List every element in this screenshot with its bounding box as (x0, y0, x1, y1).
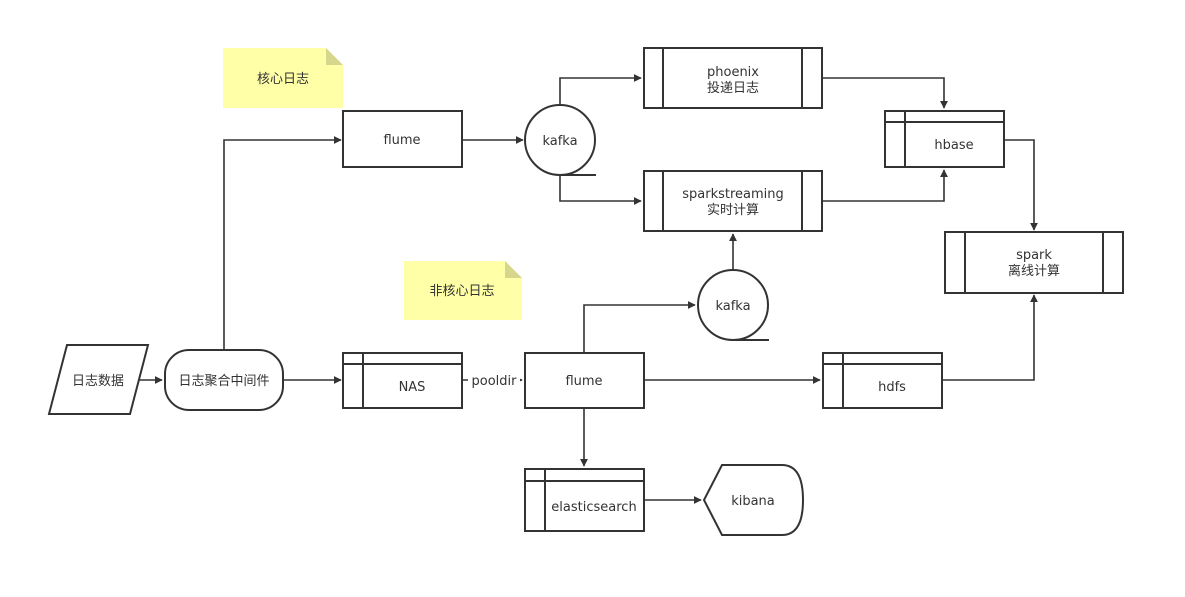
node-elasticsearch[interactable]: elasticsearch (524, 468, 645, 532)
node-hdfs[interactable]: hdfs (822, 352, 943, 409)
node-hdfs-label: hdfs (878, 380, 906, 395)
node-flume-bottom-label: flume (565, 374, 602, 389)
edge-hdfs-to-spark (943, 294, 1038, 381)
node-phoenix[interactable]: phoenix 投递日志 (643, 47, 823, 109)
node-nas[interactable]: NAS (342, 352, 463, 409)
edge-kafka-top-to-phoenix (559, 74, 642, 105)
node-elasticsearch-label: elasticsearch (551, 500, 636, 515)
edge-flume-bottom-to-kafka-mid (583, 301, 696, 352)
edge-middleware-to-flume-top (223, 136, 342, 350)
node-sparkstreaming-label-2: 实时计算 (707, 203, 759, 218)
node-kibana[interactable]: kibana (702, 464, 805, 536)
node-flume-bottom[interactable]: flume (524, 352, 645, 409)
node-spark-label-1: spark (1016, 248, 1052, 263)
note-noncore-logs-label: 非核心日志 (429, 284, 494, 299)
node-hbase-label: hbase (934, 138, 973, 153)
note-core-logs-label: 核心日志 (257, 72, 309, 87)
node-kibana-label: kibana (731, 494, 775, 509)
node-hbase[interactable]: hbase (884, 110, 1005, 168)
note-noncore-logs: 非核心日志 (404, 261, 522, 320)
node-log-data[interactable]: 日志数据 (47, 344, 150, 415)
node-sparkstreaming[interactable]: sparkstreaming 实时计算 (643, 170, 823, 232)
node-phoenix-label-1: phoenix (707, 65, 759, 80)
node-kafka-mid-label: kafka (715, 299, 750, 314)
node-flume-top[interactable]: flume (342, 110, 463, 168)
node-flume-top-label: flume (383, 133, 420, 148)
note-core-logs: 核心日志 (223, 48, 343, 108)
edge-kafka-top-to-sparkstreaming (559, 175, 642, 205)
node-spark-label-2: 离线计算 (1008, 263, 1060, 279)
node-log-middleware-label: 日志聚合中间件 (178, 374, 269, 389)
node-kafka-top[interactable]: kafka (524, 104, 596, 176)
edge-phoenix-to-hbase (822, 77, 948, 109)
edge-hbase-to-spark (1004, 139, 1038, 231)
node-spark[interactable]: spark 离线计算 (944, 231, 1124, 294)
pooldir-label: pooldir (472, 374, 518, 389)
edge-sparkstreaming-to-hbase (822, 169, 948, 202)
node-nas-label: NAS (399, 380, 426, 395)
node-log-middleware[interactable]: 日志聚合中间件 (164, 349, 284, 411)
node-sparkstreaming-label-1: sparkstreaming (682, 187, 784, 202)
node-log-data-label: 日志数据 (72, 374, 124, 389)
pooldir-label-bg (468, 372, 520, 388)
node-kafka-mid[interactable]: kafka (697, 269, 769, 341)
node-phoenix-label-2: 投递日志 (707, 80, 759, 96)
node-kafka-top-label: kafka (542, 134, 577, 149)
edges (136, 74, 1038, 504)
